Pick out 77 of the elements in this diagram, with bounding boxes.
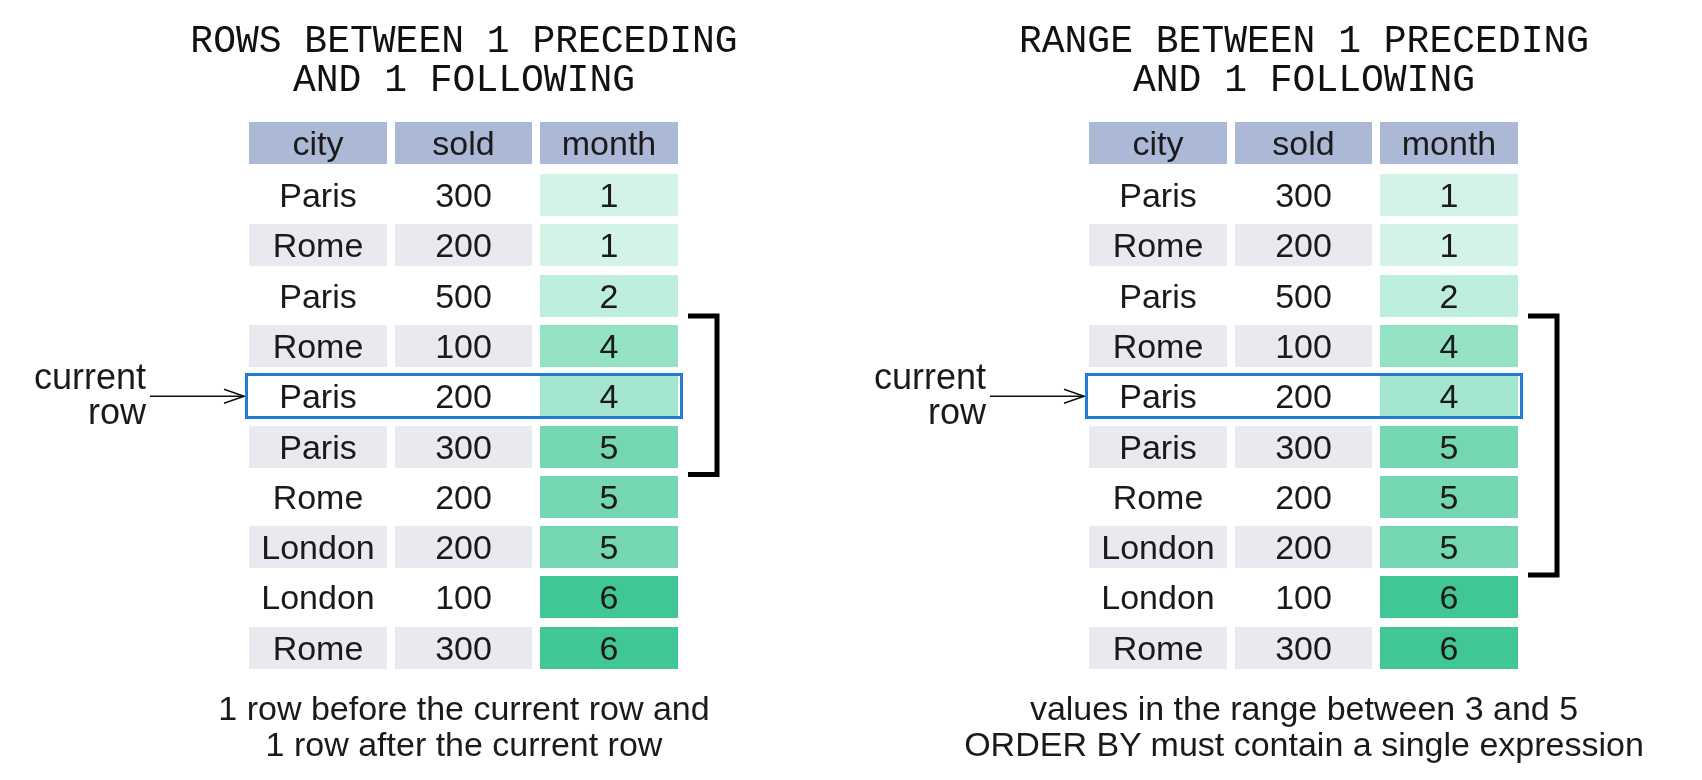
highlight-frame xyxy=(1085,373,1523,420)
sold-cell: 300 xyxy=(1235,626,1372,669)
sold-cell: 200 xyxy=(395,224,532,267)
city-name: Paris xyxy=(279,176,357,214)
month-cell: 6 xyxy=(540,576,678,619)
column-header: month xyxy=(540,122,678,164)
panel-heading: ROWS BETWEEN 1 PRECEDING AND 1 FOLLOWING xyxy=(189,22,739,100)
month-cell: 6 xyxy=(1380,576,1518,619)
month-cell: 1 xyxy=(1380,174,1518,216)
sold-value: 100 xyxy=(1275,578,1332,617)
sold-cell: 100 xyxy=(395,324,532,367)
month-cell: 4 xyxy=(540,324,678,367)
arrow xyxy=(149,388,245,404)
month-cell: 5 xyxy=(540,425,678,468)
month-cell: 1 xyxy=(1380,224,1518,267)
caption-text: 1 row before the current row and 1 row after the current row xyxy=(217,690,711,762)
city-name: Rome xyxy=(272,477,364,516)
month-cell: 2 xyxy=(540,274,678,317)
city-name: Rome xyxy=(1112,477,1204,516)
month-cell: 5 xyxy=(540,475,678,518)
city-cell: Rome xyxy=(1089,224,1227,267)
sold-value: 300 xyxy=(435,176,492,214)
month-cell: 4 xyxy=(1380,375,1518,418)
sold-cell: 200 xyxy=(1235,224,1372,267)
city-name: Paris xyxy=(1119,176,1197,214)
city-cell: Paris xyxy=(249,425,387,468)
sold-cell: 100 xyxy=(1235,324,1372,367)
sold-value: 200 xyxy=(435,377,492,416)
month-cell: 4 xyxy=(540,375,678,418)
city-cell: Rome xyxy=(1089,324,1227,367)
city-name: London xyxy=(261,578,375,617)
sold-cell: 200 xyxy=(395,526,532,569)
sold-value: 100 xyxy=(435,578,492,617)
callout-label: current row xyxy=(31,358,146,429)
column-header: city xyxy=(249,122,387,164)
sold-value: 200 xyxy=(1275,477,1332,516)
month-cell: 4 xyxy=(1380,324,1518,367)
city-name: Paris xyxy=(279,276,357,315)
caption-text: ORDER BY must contain a single expression xyxy=(963,726,1645,762)
city-cell: Rome xyxy=(249,224,387,267)
month-cell: 5 xyxy=(1380,475,1518,518)
city-cell: Paris xyxy=(1089,425,1227,468)
sold-value: 200 xyxy=(435,477,492,516)
caption-text: values in the range between 3 and 5 xyxy=(1028,690,1580,726)
column-header: city xyxy=(1089,122,1227,164)
month-cell: 5 xyxy=(540,526,678,569)
sold-cell: 300 xyxy=(395,425,532,468)
callout-label: current row xyxy=(871,358,986,429)
sold-value: 200 xyxy=(1275,377,1332,416)
highlight-frame xyxy=(245,373,683,420)
city-name: Paris xyxy=(1119,377,1197,416)
city-cell: London xyxy=(1089,526,1227,569)
city-name: London xyxy=(1101,578,1215,617)
sold-value: 500 xyxy=(435,276,492,315)
month-cell: 1 xyxy=(540,224,678,267)
column-header: sold xyxy=(1235,122,1372,164)
city-name: Paris xyxy=(1119,276,1197,315)
panel-heading: RANGE BETWEEN 1 PRECEDING AND 1 FOLLOWING xyxy=(1017,22,1591,100)
city-name: Paris xyxy=(279,377,357,416)
month-cell: 2 xyxy=(1380,274,1518,317)
sold-cell: 200 xyxy=(1235,526,1372,569)
arrow xyxy=(989,388,1085,404)
sold-value: 500 xyxy=(1275,276,1332,315)
city-cell: Rome xyxy=(249,324,387,367)
month-cell: 6 xyxy=(1380,626,1518,669)
column-header: sold xyxy=(395,122,532,164)
sold-cell: 300 xyxy=(395,626,532,669)
city-cell: Rome xyxy=(249,626,387,669)
sold-cell: 300 xyxy=(1235,425,1372,468)
column-header: month xyxy=(1380,122,1518,164)
city-cell: Rome xyxy=(1089,626,1227,669)
city-cell: London xyxy=(249,526,387,569)
month-cell: 5 xyxy=(1380,425,1518,468)
month-cell: 6 xyxy=(540,626,678,669)
month-cell: 5 xyxy=(1380,526,1518,569)
month-cell: 1 xyxy=(540,174,678,216)
sold-value: 300 xyxy=(1275,176,1332,214)
